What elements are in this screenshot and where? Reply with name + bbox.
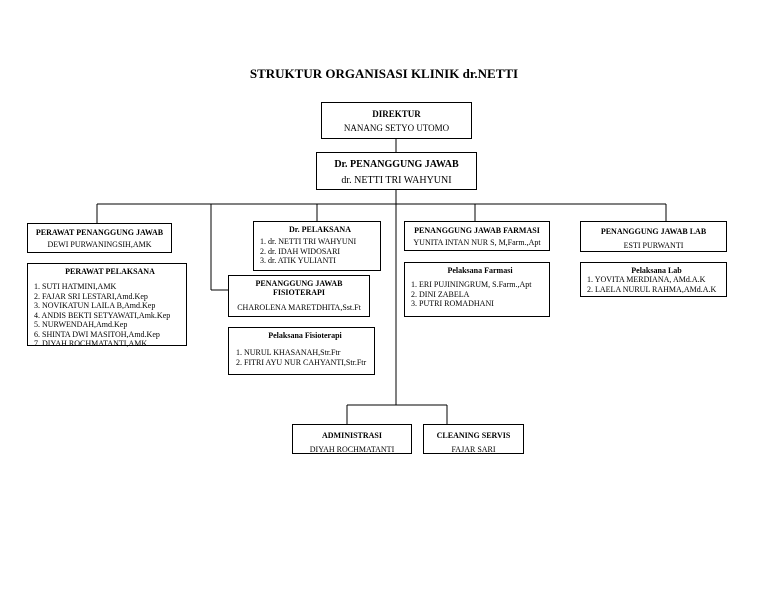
pj-lab-name: ESTI PURWANTI — [623, 240, 684, 250]
node-direktur: DIREKTUR NANANG SETYO UTOMO — [321, 102, 472, 139]
pj-name: dr. NETTI TRI WAHYUNI — [341, 175, 452, 186]
pel-fisio-title: Pelaksana Fisioterapi — [268, 331, 342, 340]
cleaning-name: FAJAR SARI — [451, 444, 496, 454]
node-cleaning-servis: CLEANING SERVIS FAJAR SARI — [423, 424, 524, 454]
pj-lab-title: PENANGGUNG JAWAB LAB — [600, 227, 707, 236]
administrasi-name: DIYAH ROCHMATANTI — [309, 444, 395, 454]
node-administrasi: ADMINISTRASI DIYAH ROCHMATANTI — [292, 424, 412, 454]
direktur-name: NANANG SETYO UTOMO — [343, 122, 450, 133]
perawat-pelaksana-title: PERAWAT PELAKSANA — [65, 267, 155, 276]
list-item: 2. dr. IDAH WIDOSARI — [260, 246, 341, 256]
pj-farmasi-name: YUNITA INTAN NUR S, M,Farm.,Apt — [413, 238, 541, 247]
list-item: 6. SHINTA DWI MASITOH,Amd.Kep — [34, 329, 160, 339]
pj-title: Dr. PENANGGUNG JAWAB — [334, 159, 459, 170]
node-pelaksana-lab: Pelaksana Lab 1. YOVITA MERDIANA, AMd.A.… — [580, 262, 727, 297]
list-item: 4. ANDIS BEKTI SETYAWATI,Amk.Kep — [34, 310, 171, 320]
cleaning-title: CLEANING SERVIS — [436, 431, 511, 440]
node-penanggung-jawab: Dr. PENANGGUNG JAWAB dr. NETTI TRI WAHYU… — [316, 152, 477, 190]
pj-farmasi-title: PENANGGUNG JAWAB FARMASI — [414, 226, 540, 235]
chart-title: STRUKTUR ORGANISASI KLINIK dr.NETTI — [249, 66, 519, 81]
perawat-pelaksana-list: 1. SUTI HATMINI,AMK 2. FAJAR SRI LESTARI… — [34, 282, 186, 348]
list-item: 1. dr. NETTI TRI WAHYUNI — [260, 237, 357, 247]
list-item: 3. PUTRI ROMADHANI — [411, 299, 494, 309]
list-item: 1. ERI PUJININGRUM, S.Farm.,Apt — [411, 280, 532, 290]
node-pj-lab: PENANGGUNG JAWAB LAB ESTI PURWANTI — [580, 221, 727, 252]
direktur-title: DIREKTUR — [372, 109, 421, 119]
pj-fisio-title-line1: PENANGGUNG JAWAB — [255, 279, 343, 288]
administrasi-title: ADMINISTRASI — [321, 431, 382, 440]
list-item: 2. LAELA NURUL RAHMA,AMd.A.K — [587, 284, 717, 294]
list-item: 1. YOVITA MERDIANA, AMd.A.K — [587, 275, 706, 285]
pj-fisio-title-line2: FISIOTERAPI — [272, 288, 325, 298]
pel-farmasi-list: 1. ERI PUJININGRUM, S.Farm.,Apt 2. DINI … — [411, 280, 549, 308]
pel-farmasi-title: Pelaksana Farmasi — [447, 266, 513, 275]
node-perawat-pj: PERAWAT PENANGGUNG JAWAB DEWI PURWANINGS… — [27, 223, 172, 253]
node-pj-fisioterapi: PENANGGUNG JAWAB FISIOTERAPI CHAROLENA M… — [228, 275, 370, 317]
list-item: 7. DIYAH ROCHMATANTI,AMK — [34, 339, 148, 349]
list-item: 2. DINI ZABELA — [411, 289, 470, 299]
pel-lab-title: Pelaksana Lab — [631, 266, 682, 275]
list-item: 1. NURUL KHASANAH,Str.Ftr — [236, 348, 341, 358]
node-pelaksana-farmasi: Pelaksana Farmasi 1. ERI PUJININGRUM, S.… — [404, 262, 550, 317]
list-item: 3. NOVIKATUN LAILA B,Amd.Kep — [34, 301, 156, 311]
list-item: 3. dr. ATIK YULIANTI — [260, 256, 336, 266]
node-pj-farmasi: PENANGGUNG JAWAB FARMASI YUNITA INTAN NU… — [404, 221, 550, 251]
perawat-pj-title: PERAWAT PENANGGUNG JAWAB — [35, 228, 164, 237]
list-item: 2. FAJAR SRI LESTARI,Amd.Kep — [34, 291, 148, 301]
list-item: 5. NURWENDAH,Amd.Kep — [34, 320, 128, 330]
node-perawat-pelaksana: PERAWAT PELAKSANA 1. SUTI HATMINI,AMK 2.… — [27, 263, 187, 348]
dr-pelaksana-list: 1. dr. NETTI TRI WAHYUNI 2. dr. IDAH WID… — [260, 237, 380, 265]
node-dr-pelaksana: Dr. PELAKSANA 1. dr. NETTI TRI WAHYUNI 2… — [253, 221, 381, 271]
pj-fisio-name: CHAROLENA MARETDHITA,Sst.Ft — [237, 302, 361, 312]
node-pelaksana-fisioterapi: Pelaksana Fisioterapi 1. NURUL KHASANAH,… — [228, 327, 375, 375]
pel-lab-list: 1. YOVITA MERDIANA, AMd.A.K 2. LAELA NUR… — [587, 275, 726, 294]
perawat-pj-name: DEWI PURWANINGSIH,AMK — [47, 240, 152, 249]
list-item: 1. SUTI HATMINI,AMK — [34, 282, 117, 292]
dr-pelaksana-title: Dr. PELAKSANA — [289, 225, 351, 234]
pel-fisio-list: 1. NURUL KHASANAH,Str.Ftr 2. FITRI AYU N… — [236, 348, 374, 367]
list-item: 2. FITRI AYU NUR CAHYANTI,Str.Ftr — [236, 357, 367, 367]
